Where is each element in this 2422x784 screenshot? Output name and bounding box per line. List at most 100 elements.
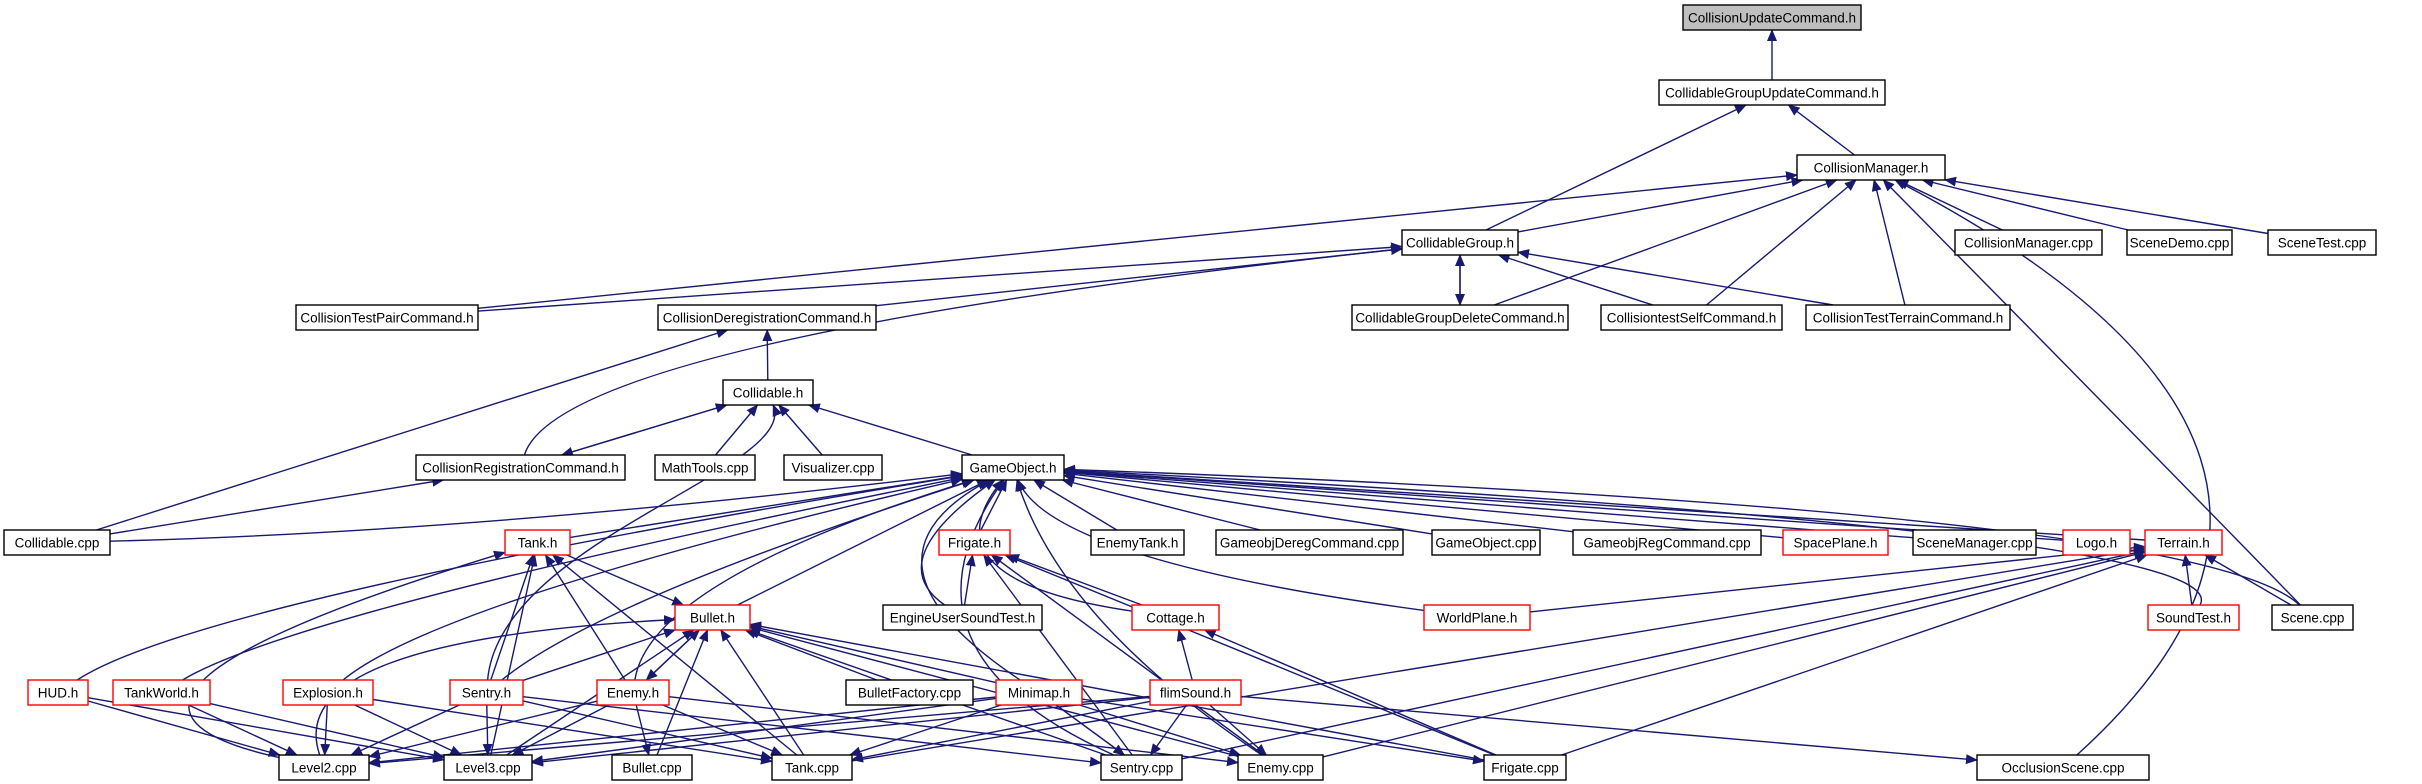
node-cdc[interactable]: CollisionDeregistrationCommand.h	[657, 304, 877, 331]
node-stest[interactable]: SceneTest.cpp	[2267, 229, 2377, 256]
node-label: GameobjRegCommand.cpp	[1583, 536, 1750, 551]
node-label: flimSound.h	[1160, 686, 1231, 701]
node-box	[1782, 529, 1889, 556]
edge-gocpp-to-go	[1063, 472, 1433, 535]
node-box	[1805, 304, 2011, 331]
node-expl[interactable]: Explosion.h	[282, 679, 374, 706]
node-collcpp[interactable]: Collidable.cpp	[3, 529, 111, 556]
node-ecpp[interactable]: Enemy.cpp	[1237, 754, 1324, 781]
node-math[interactable]: MathTools.cpp	[654, 454, 756, 481]
node-vis[interactable]: Visualizer.cpp	[783, 454, 883, 481]
node-cott[interactable]: Cottage.h	[1131, 604, 1220, 631]
node-box	[1351, 304, 1569, 331]
node-cg[interactable]: CollidableGroup.h	[1401, 229, 1519, 256]
node-cmcpp[interactable]: CollisionManager.cpp	[1954, 229, 2103, 256]
file-nodes: CollisionUpdateCommand.hCollidableGroupU…	[3, 4, 2377, 781]
node-fcpp[interactable]: Frigate.cpp	[1483, 754, 1567, 781]
node-bfac[interactable]: BulletFactory.cpp	[845, 679, 974, 706]
node-box	[596, 679, 670, 706]
node-bullh[interactable]: Bullet.h	[674, 604, 751, 631]
node-logo[interactable]: Logo.h	[2062, 529, 2131, 556]
node-box	[654, 454, 756, 481]
node-tankh[interactable]: Tank.h	[504, 529, 571, 556]
node-coll[interactable]: Collidable.h	[722, 379, 814, 406]
node-occ[interactable]: OcclusionScene.cpp	[1976, 754, 2150, 781]
node-label: TankWorld.h	[124, 686, 199, 701]
edge-sentryh-to-coll	[486, 404, 782, 681]
edge-mini-to-scpp	[1055, 704, 1126, 756]
node-ctpc[interactable]: CollisionTestPairCommand.h	[295, 304, 479, 331]
node-terr[interactable]: Terrain.h	[2144, 529, 2223, 556]
node-label: WorldPlane.h	[1437, 611, 1518, 626]
node-box	[1431, 529, 1541, 556]
node-sentryh[interactable]: Sentry.h	[449, 679, 524, 706]
edge-wplane-to-terr	[1529, 542, 2146, 613]
node-flim[interactable]: flimSound.h	[1149, 679, 1242, 706]
edge-mini-to-bullh	[749, 623, 997, 684]
node-splane[interactable]: SpacePlane.h	[1782, 529, 1889, 556]
node-bcpp[interactable]: Bullet.cpp	[611, 754, 693, 781]
edge-sndt-to-terr	[2181, 554, 2193, 606]
node-etank[interactable]: EnemyTank.h	[1090, 529, 1185, 556]
edge-coll-to-crc	[560, 404, 728, 457]
node-gocpp[interactable]: GameObject.cpp	[1431, 529, 1541, 556]
node-enemyh[interactable]: Enemy.h	[596, 679, 670, 706]
edge-mini-to-fcpp	[1081, 698, 1485, 765]
node-cgdc[interactable]: CollidableGroupDeleteCommand.h	[1351, 304, 1569, 331]
node-label: Explosion.h	[293, 686, 363, 701]
node-frigh[interactable]: Frigate.h	[938, 529, 1011, 556]
edge-cm-to-cguc	[1787, 104, 1855, 156]
edge-tankh-to-go	[569, 472, 963, 539]
node-label: Frigate.h	[948, 536, 1001, 551]
node-cguc[interactable]: CollidableGroupUpdateCommand.h	[1658, 79, 1886, 106]
edge-bfac-to-bullh	[744, 629, 877, 681]
node-scpp[interactable]: Sentry.cpp	[1100, 754, 1183, 781]
node-hud[interactable]: HUD.h	[27, 679, 89, 706]
edge-flim-to-l3	[531, 696, 1151, 767]
edge-sentryh-to-tankh	[490, 554, 535, 681]
node-box	[449, 679, 524, 706]
node-grc[interactable]: GameobjRegCommand.cpp	[1572, 529, 1762, 556]
node-gdc[interactable]: GameobjDeregCommand.cpp	[1215, 529, 1404, 556]
edge-enemyh-to-l2	[368, 700, 598, 759]
edge-scpp-to-frigh	[983, 554, 1133, 756]
node-label: Minimap.h	[1008, 686, 1070, 701]
node-box	[845, 679, 974, 706]
node-wplane[interactable]: WorldPlane.h	[1423, 604, 1531, 631]
node-box	[722, 379, 814, 406]
node-scenecpp[interactable]: Scene.cpp	[2271, 604, 2354, 631]
node-box	[3, 529, 111, 556]
node-smgr[interactable]: SceneManager.cpp	[1912, 529, 2037, 556]
node-eust[interactable]: EngineUserSoundTest.h	[882, 604, 1043, 631]
node-cm[interactable]: CollisionManager.h	[1796, 154, 1946, 181]
edge-flim-to-scpp	[1149, 704, 1188, 756]
edge-occ-to-cm	[1894, 179, 2211, 756]
edge-cg-to-cm	[1517, 177, 1804, 233]
node-tcpp[interactable]: Tank.cpp	[771, 754, 853, 781]
node-box	[2267, 229, 2377, 256]
node-label: MathTools.cpp	[661, 461, 748, 476]
edge-fcpp-to-cott	[1203, 629, 1497, 756]
node-sdemo[interactable]: SceneDemo.cpp	[2126, 229, 2233, 256]
node-label: Collidable.cpp	[15, 536, 100, 551]
edge-fcpp-to-frigh	[1004, 554, 1495, 756]
edge-eust-to-go	[920, 479, 996, 606]
node-mini[interactable]: Minimap.h	[995, 679, 1083, 706]
node-ctsc[interactable]: CollisiontestSelfCommand.h	[1600, 304, 1783, 331]
edge-cttc-to-cm	[1871, 179, 1906, 306]
node-l3[interactable]: Level3.cpp	[443, 754, 533, 781]
edge-flim-to-tcpp	[851, 700, 1151, 763]
node-sndt[interactable]: SoundTest.h	[2147, 604, 2240, 631]
node-label: Logo.h	[2076, 536, 2117, 551]
node-tworld[interactable]: TankWorld.h	[112, 679, 211, 706]
node-cttc[interactable]: CollisionTestTerrainCommand.h	[1805, 304, 2011, 331]
node-label: SoundTest.h	[2156, 611, 2231, 626]
node-label: Level3.cpp	[455, 761, 520, 776]
edge-enemyh-to-bcpp	[635, 704, 651, 756]
node-crc[interactable]: CollisionRegistrationCommand.h	[415, 454, 626, 481]
node-l2[interactable]: Level2.cpp	[278, 754, 370, 781]
edge-l2-to-tankh	[188, 550, 506, 759]
node-label: Collidable.h	[733, 386, 804, 401]
node-go[interactable]: GameObject.h	[961, 454, 1065, 481]
